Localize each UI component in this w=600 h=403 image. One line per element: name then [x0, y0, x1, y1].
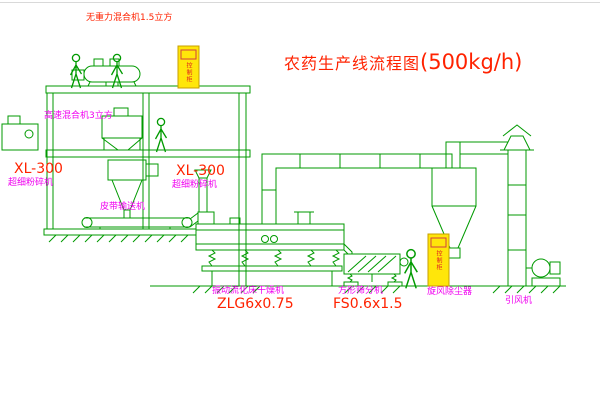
control-panel-left — [177, 45, 200, 89]
person-icon — [69, 53, 83, 89]
control-panel-right — [427, 233, 450, 287]
label-sieve-model: FS0.6x1.5 — [333, 296, 403, 312]
top-border — [0, 2, 600, 3]
panel-right-text: 控制柜 — [435, 250, 442, 271]
gravity-mixer — [71, 58, 141, 87]
belt-conveyor — [81, 212, 199, 229]
person-icon — [154, 117, 168, 153]
label-cyclone: 旋风除尘器 — [427, 287, 473, 297]
people — [69, 53, 419, 290]
cyclone-separator — [431, 141, 508, 259]
square-sieve — [343, 253, 409, 287]
label-high-speed-mixer: 高速混合机3立方 — [44, 111, 113, 121]
induced-draft-fan — [526, 258, 561, 287]
building-frame — [43, 85, 251, 287]
exhaust-duct — [261, 153, 453, 224]
person-icon — [403, 248, 419, 290]
fluid-bed-dryer — [195, 211, 353, 286]
label-mill-mid-name: 超细粉碎机 — [172, 180, 218, 190]
label-belt-conveyor: 皮带输送机 — [100, 202, 146, 212]
label-dryer-model: ZLG6x0.75 — [217, 296, 294, 312]
panel-left-text: 控制柜 — [185, 62, 192, 83]
diagram-title: 农药生产线流程图(500kg/h) — [284, 50, 522, 74]
label-mill-mid-model: XL-300 — [176, 163, 225, 179]
title-capacity: (500kg/h) — [420, 50, 523, 74]
label-mill-left-model: XL-300 — [14, 161, 63, 177]
platform-hatch — [48, 234, 189, 243]
mill-mid — [107, 159, 159, 219]
label-top-mixer: 无重力混合机1.5立方 — [86, 13, 173, 23]
label-fan: 引风机 — [505, 296, 533, 306]
mill-left — [1, 115, 39, 151]
label-mill-left-name: 超细粉碎机 — [8, 178, 54, 188]
label-dryer-name: 振动流化床干燥机 — [212, 286, 285, 296]
exhaust-stack — [500, 124, 534, 286]
high-speed-mixer — [101, 107, 143, 151]
title-text: 农药生产线流程图 — [284, 54, 421, 73]
label-sieve-name: 方形筛分机 — [338, 286, 384, 296]
